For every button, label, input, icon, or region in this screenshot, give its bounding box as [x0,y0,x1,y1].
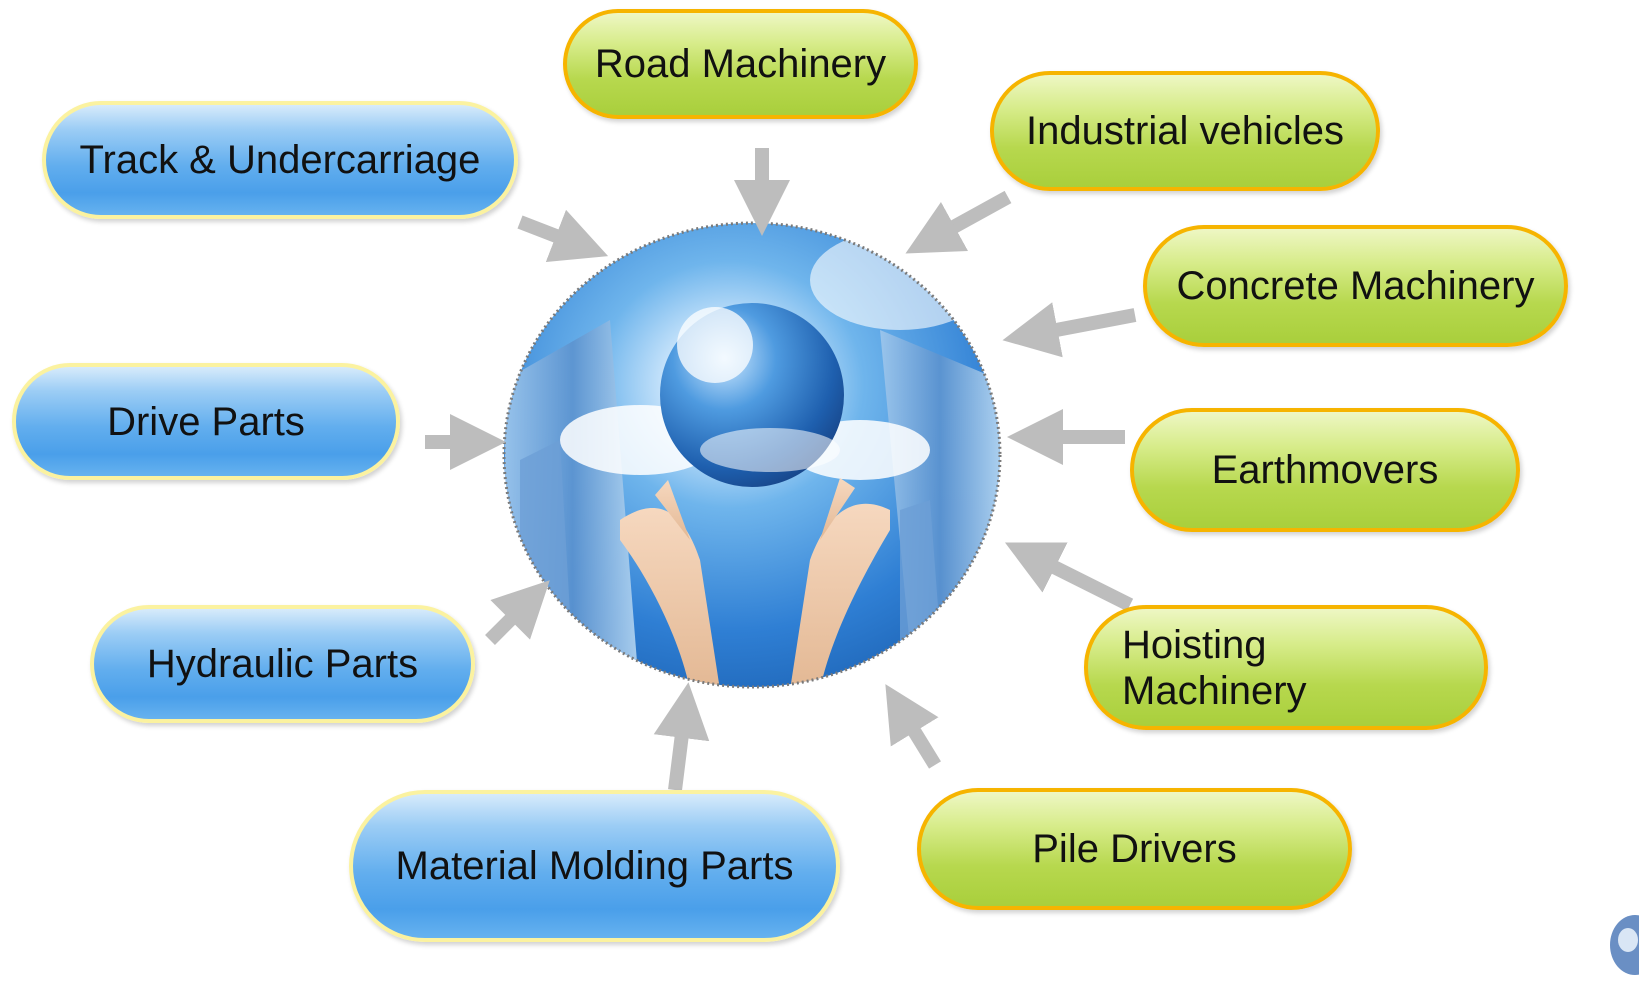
center-image [504,223,1000,687]
node-label: Road Machinery [594,42,887,86]
node-label: Material Molding Parts [395,844,794,888]
node-drive-parts: Drive Parts [12,363,400,480]
node-road-machinery: Road Machinery [563,9,918,119]
arrow-from-industrial-vehicles [905,190,1012,254]
node-earthmovers: Earthmovers [1130,408,1520,532]
arrow-from-concrete-machinery [1002,302,1137,358]
node-track-undercarriage: Track & Undercarriage [42,101,518,219]
node-label: Pile Drivers [1032,827,1237,871]
arrow-from-hoisting-machinery [1004,542,1134,612]
arrow-from-track-undercarriage [517,209,609,263]
node-label: Industrial vehicles [1026,109,1344,153]
node-label: Earthmovers [1211,448,1439,492]
node-label: Track & Undercarriage [79,138,481,182]
node-label: Hydraulic Parts [146,642,419,686]
node-label: Hoisting Machinery [1122,622,1307,713]
arrow-from-pile-drivers [885,684,941,769]
arrows [425,148,1137,791]
node-hoisting-machinery: Hoisting Machinery [1084,605,1488,730]
arrow-from-hydraulic-parts [485,580,550,645]
node-hydraulic-parts: Hydraulic Parts [90,605,475,723]
node-label: Concrete Machinery [1176,264,1535,308]
node-concrete-machinery: Concrete Machinery [1143,225,1568,347]
arrow-from-material-molding-parts [653,682,710,791]
corner-logo-icon [1610,915,1639,975]
node-material-molding-parts: Material Molding Parts [349,790,840,942]
node-pile-drivers: Pile Drivers [917,788,1352,910]
node-industrial-vehicles: Industrial vehicles [990,71,1380,191]
node-label: Drive Parts [107,399,305,444]
